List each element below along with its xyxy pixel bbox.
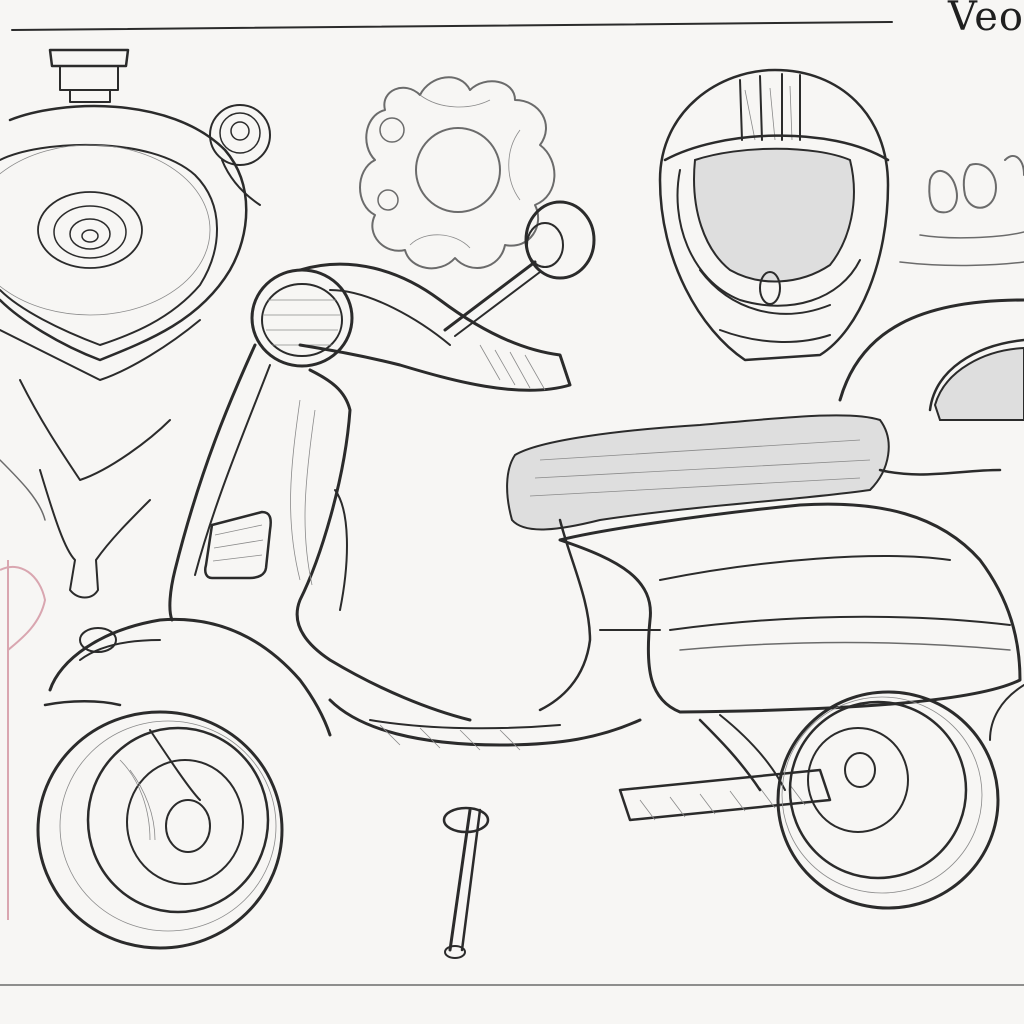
scooter-rear-wheel xyxy=(776,684,1024,910)
scooter-handlebar xyxy=(298,262,572,392)
scooter-kickstand xyxy=(448,808,472,952)
scooter-rear-body xyxy=(558,502,1022,714)
scooter-top-box xyxy=(838,298,1024,402)
scooter-vent xyxy=(204,510,272,580)
helmet-study xyxy=(658,68,890,362)
scooter-leg-shield xyxy=(168,343,257,622)
scooter-drawing xyxy=(36,200,1024,959)
corner-handwritten-text: Veo xyxy=(948,0,1024,40)
scooter-floorboard xyxy=(328,698,642,747)
scooter-mirror xyxy=(524,200,596,280)
scooter-mirror-stem xyxy=(443,260,537,332)
floral-ornament-study xyxy=(359,76,556,270)
right-script-badge xyxy=(899,155,1024,267)
scooter-seat[interactable] xyxy=(506,414,890,531)
gauge-shield-study xyxy=(0,48,271,920)
top-border-line xyxy=(11,21,893,31)
scooter-front-fender xyxy=(48,617,332,737)
scooter-front-wheel xyxy=(36,710,284,950)
